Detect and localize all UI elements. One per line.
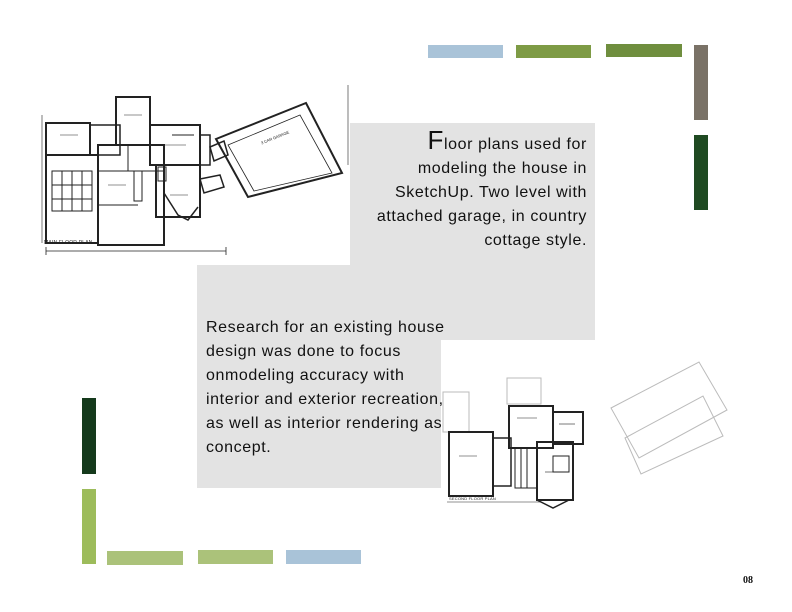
page-number: 08 [743,575,753,586]
bar-right-dark-green [694,135,708,210]
second-floor-plan-drawing: SECOND FLOOR PLAN [441,360,741,515]
main-floor-caption: MAIN FLOOR PLAN [44,240,93,246]
bar-bottom-pale-green-1 [107,551,183,565]
bar-left-light-green [82,489,96,564]
main-floor-plan-drawing: MAIN FLOOR PLAN 3 CAR GARAGE [38,75,350,265]
text-panel-lower [197,340,441,488]
floor-plans-paragraph: Floor plans used for modeling the house … [366,127,587,253]
research-paragraph: Research for an existing house design wa… [206,319,445,456]
bar-top-mid-green [606,44,682,57]
bar-top-olive-green [516,45,591,58]
bar-right-taupe [694,45,708,120]
bar-left-forest [82,398,96,474]
bar-top-light-blue [428,45,503,58]
drop-cap-letter: F [427,125,444,155]
bar-bottom-light-blue [286,550,361,564]
bar-bottom-pale-green-2 [198,550,273,564]
second-floor-caption: SECOND FLOOR PLAN [449,496,496,501]
floor-plans-text: loor plans used for modeling the house i… [376,136,587,249]
